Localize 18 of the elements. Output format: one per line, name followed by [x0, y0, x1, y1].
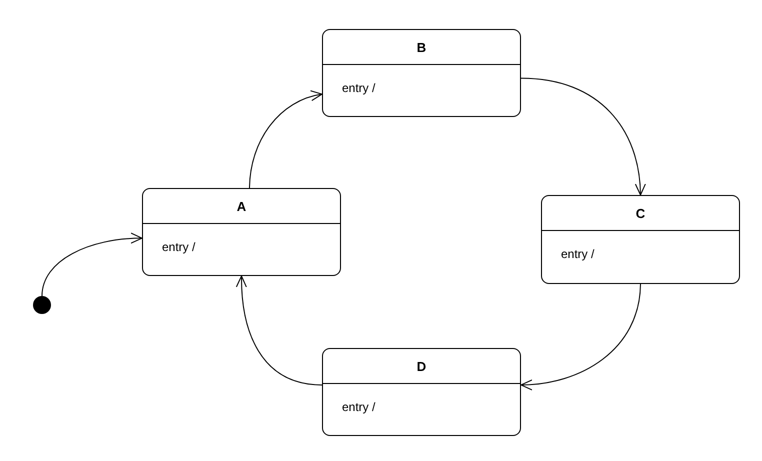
state-name: C [636, 206, 646, 220]
state-name: D [416, 358, 426, 374]
state-box [142, 188, 341, 276]
transition-arrow [248, 91, 322, 188]
transition-arrow [236, 276, 322, 386]
entry-action: entry / [342, 400, 376, 414]
state-name: A [236, 198, 246, 214]
transition-arrow [520, 78, 646, 196]
transition-arrow [42, 233, 142, 296]
state-box [322, 348, 521, 436]
entry-action: entry / [561, 247, 594, 261]
transition-arrow [520, 284, 641, 390]
entry-action: entry / [162, 240, 196, 254]
initial-state-dot [33, 296, 51, 314]
state-box [541, 195, 740, 284]
state-box [322, 29, 521, 117]
state-name: B [416, 40, 426, 54]
entry-action: entry / [342, 81, 376, 95]
